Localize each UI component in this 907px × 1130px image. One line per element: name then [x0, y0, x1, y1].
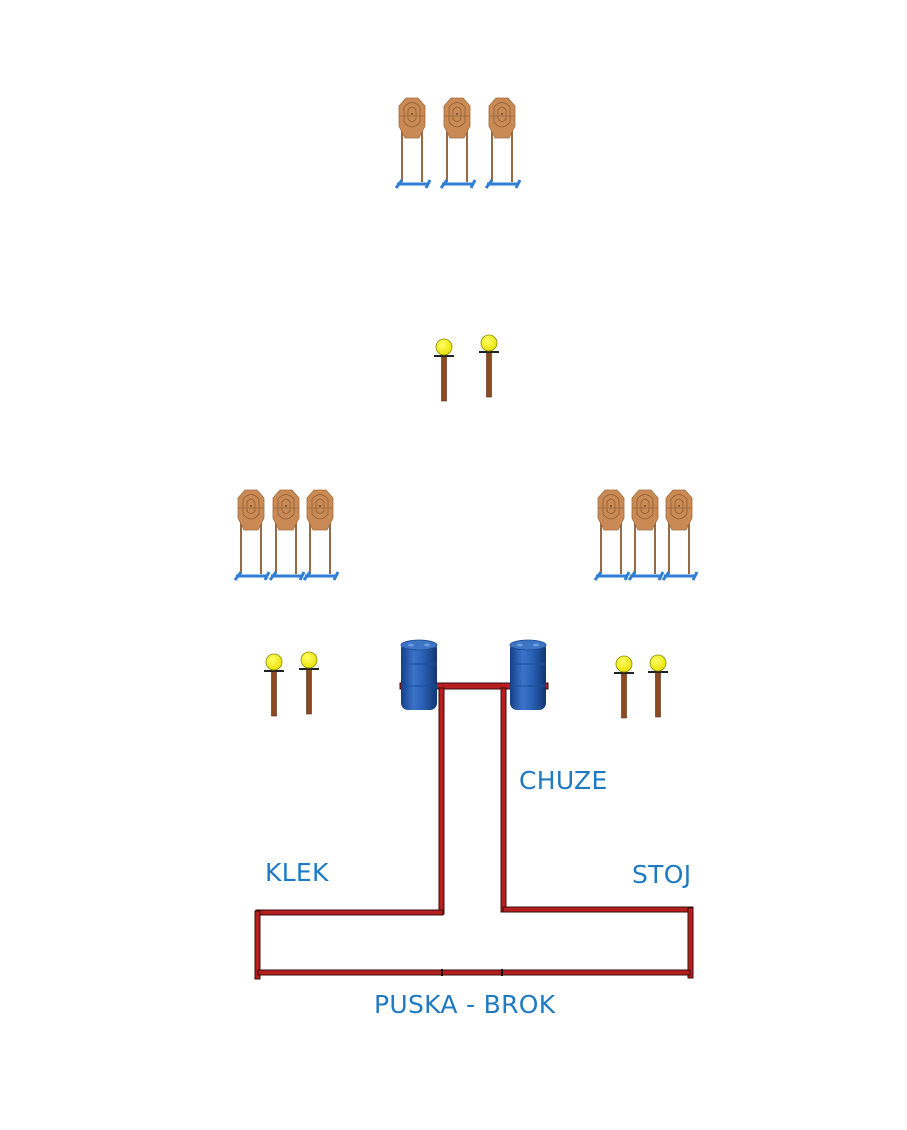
popper-target — [433, 338, 455, 402]
fence-segment-corridor-right — [500, 687, 507, 913]
paper-target-group-far — [394, 96, 522, 190]
popper-target — [613, 655, 635, 719]
paper-target — [484, 96, 522, 190]
paper-target — [394, 96, 432, 190]
popper-target — [478, 334, 500, 398]
label-puska-brok: PUSKA - BROK — [374, 990, 556, 1019]
popper-group-center — [433, 334, 500, 402]
popper-target — [263, 653, 285, 717]
fence-segment-corridor-left — [438, 687, 445, 915]
label-chuze: CHUZE — [519, 766, 608, 795]
popper-group-right — [613, 654, 669, 719]
label-klek: KLEK — [265, 858, 329, 887]
fence-segment-top — [399, 682, 549, 690]
barrel-left — [400, 639, 438, 711]
fence-segment-klek — [255, 909, 444, 916]
paper-target — [302, 488, 340, 582]
fence-lines — [254, 682, 694, 980]
fence-segment-bottom — [257, 969, 691, 976]
paper-target-group-right — [593, 488, 699, 582]
paper-target — [627, 488, 665, 582]
paper-target-group-left — [233, 488, 340, 582]
popper-target — [647, 654, 669, 718]
fence-segment-right-side — [687, 907, 694, 979]
fence-segment-stoj — [502, 906, 694, 913]
fence-segment-left-side — [254, 910, 261, 980]
paper-target — [593, 488, 631, 582]
barrel-right — [509, 639, 547, 711]
paper-target — [233, 488, 271, 582]
popper-target — [298, 651, 320, 715]
paper-target — [268, 488, 306, 582]
label-stoj: STOJ — [632, 860, 692, 889]
popper-group-left — [263, 651, 320, 717]
paper-target — [439, 96, 477, 190]
paper-target — [661, 488, 699, 582]
